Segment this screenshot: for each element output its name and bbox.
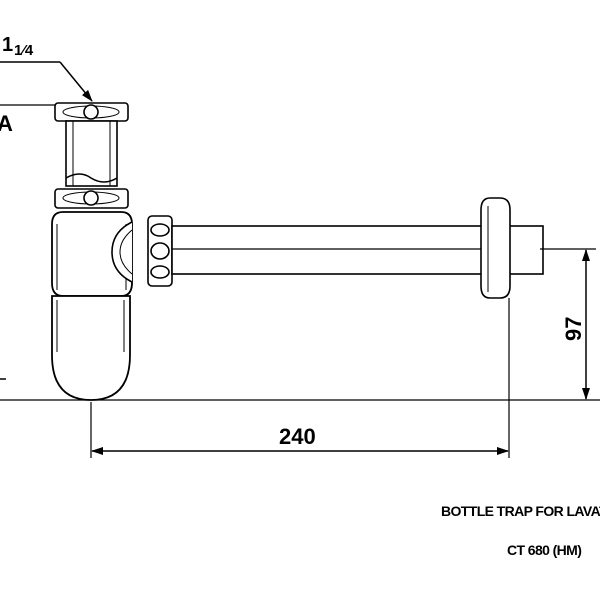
thread-leader-arrow <box>59 61 93 102</box>
drawing-title: BOTTLE TRAP FOR LAVAT <box>441 503 600 519</box>
outlet-nut-bolt-top <box>150 223 170 237</box>
wall-flange <box>480 197 511 299</box>
outlet-nut-bolt-bottom <box>150 265 170 279</box>
left-reference: A <box>0 104 62 380</box>
length-dimension: 240 <box>90 298 510 458</box>
height-dimension: 97 <box>540 248 596 400</box>
height-dimension-label: 97 <box>561 317 586 341</box>
length-dimension-label: 240 <box>279 424 316 449</box>
top-nut-center <box>83 104 99 120</box>
outlet-assembly <box>111 197 544 299</box>
left-marker-label: A <box>0 111 13 136</box>
thread-size-fraction: 1⁄4 <box>14 42 34 59</box>
inlet-pipe-break <box>65 173 118 183</box>
outlet-elbow-inner <box>119 229 133 275</box>
bottle-cup <box>51 295 131 401</box>
coupling-nut-center <box>83 190 99 206</box>
model-code: CT 680 (HM) <box>507 542 582 558</box>
thread-callout: 1 1⁄4 <box>0 34 93 102</box>
inlet-tailpiece <box>54 102 129 209</box>
inlet-pipe <box>65 120 118 187</box>
outlet-pipe <box>171 225 488 275</box>
outlet-nut-bolt-mid <box>150 242 170 260</box>
thread-size-whole: 1 <box>2 34 13 56</box>
outlet-elbow <box>111 221 133 283</box>
